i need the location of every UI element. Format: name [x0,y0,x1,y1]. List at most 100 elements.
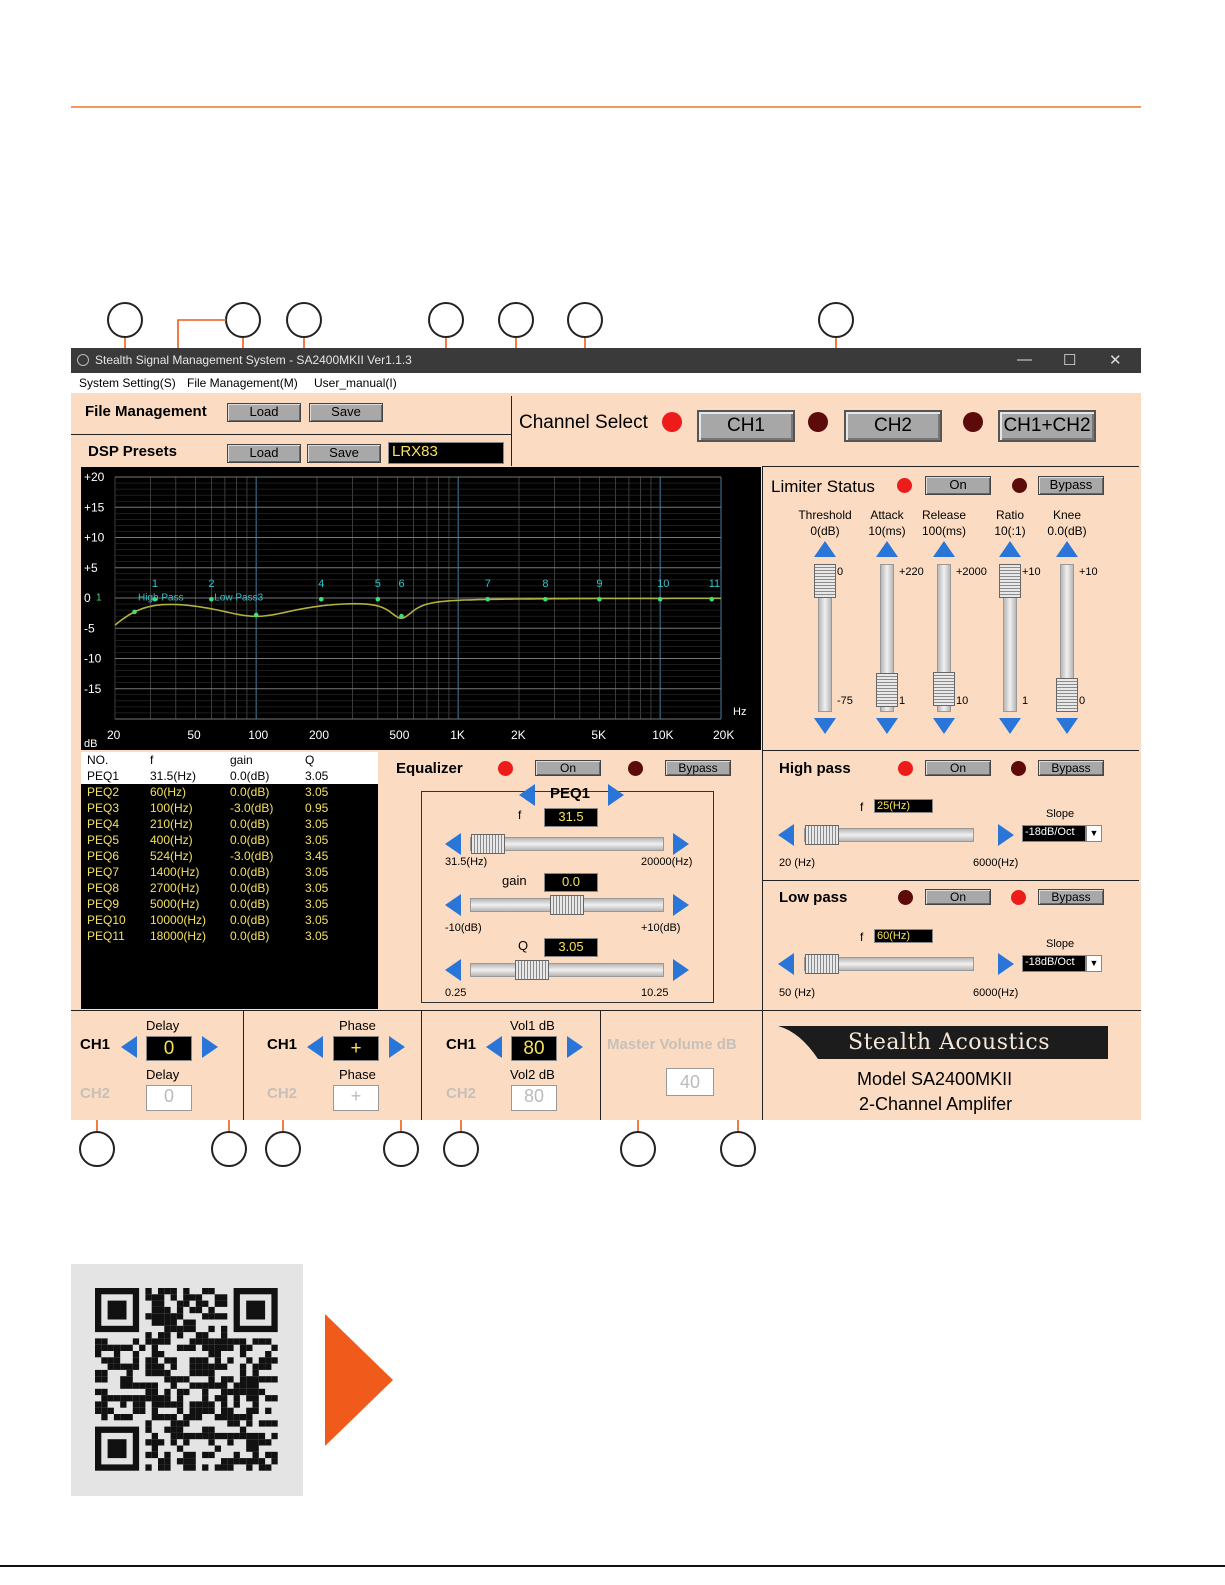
phase-ch2-value[interactable]: + [333,1085,379,1111]
eq-q-value[interactable]: 3.05 [544,938,598,957]
eq-point-marker[interactable] [485,596,491,602]
eq-q-decrease-icon[interactable] [445,959,461,981]
eq-f-increase-icon[interactable] [673,833,689,855]
lp-slope-select[interactable]: -18dB/Oct [1022,955,1086,972]
delay-ch2-value[interactable]: 0 [146,1085,192,1111]
limiter-on-button[interactable]: On [925,476,991,495]
eq-gain-decrease-icon[interactable] [445,894,461,916]
limiter-increase-icon[interactable] [999,541,1021,557]
eq-f-slider-thumb[interactable] [471,834,505,854]
delay-increase-icon[interactable] [202,1036,218,1058]
lp-on-button[interactable]: On [925,889,991,905]
vol-ch1-value[interactable]: 80 [511,1036,557,1061]
eq-point-marker[interactable] [709,596,715,602]
eq-point-marker[interactable] [375,596,381,602]
hp-point-marker[interactable] [132,609,137,615]
chevron-down-icon[interactable]: ▼ [1086,955,1102,972]
preset-name-field[interactable]: LRX83 [388,442,504,464]
dsp-load-button[interactable]: Load [227,444,301,463]
eq-gain-slider-thumb[interactable] [550,895,584,915]
eq-point-marker[interactable] [318,596,324,602]
menu-file-management[interactable]: File Management(M) [187,376,298,390]
menu-system-setting[interactable]: System Setting(S) [79,376,176,390]
hp-f-value[interactable]: 25(Hz) [874,799,933,813]
menu-user-manual[interactable]: User_manual(I) [314,376,397,390]
chevron-down-icon[interactable]: ▼ [1086,825,1102,842]
maximize-button[interactable]: ☐ [1063,352,1077,369]
eq-point-marker[interactable] [597,596,602,602]
lp-slider[interactable] [804,957,974,971]
hp-bypass-button[interactable]: Bypass [1038,760,1104,776]
close-button[interactable]: ✕ [1109,352,1122,369]
vol-increase-icon[interactable] [567,1036,583,1058]
phase-ch2-label[interactable]: CH2 [267,1085,298,1102]
hp-on-button[interactable]: On [925,760,991,776]
limiter-slider-thumb[interactable] [876,673,898,708]
vol-ch2-label[interactable]: CH2 [446,1085,477,1102]
lp-bypass-button[interactable]: Bypass [1038,889,1104,905]
eq-gain-value[interactable]: 0.0 [544,873,598,892]
eq-gain-increase-icon[interactable] [673,894,689,916]
eq-on-button[interactable]: On [535,760,601,776]
eq-point-marker[interactable] [399,613,404,619]
eq-f-decrease-icon[interactable] [445,833,461,855]
hp-decrease-icon[interactable] [778,824,794,846]
lp-increase-icon[interactable] [998,953,1014,975]
phase-increase-icon[interactable] [389,1036,405,1058]
file-load-button[interactable]: Load [227,403,301,422]
limiter-decrease-icon[interactable] [999,718,1021,734]
eq-q-increase-icon[interactable] [673,959,689,981]
hp-slope-select[interactable]: -18dB/Oct [1022,825,1086,842]
lp-decrease-icon[interactable] [778,953,794,975]
limiter-increase-icon[interactable] [1056,541,1078,557]
ch1-select-button[interactable]: CH1 [697,410,795,442]
limiter-slider-thumb[interactable] [933,672,955,707]
limiter-slider-thumb[interactable] [814,564,836,598]
eq-point-marker[interactable] [152,596,158,602]
limiter-increase-icon[interactable] [876,541,898,557]
hp-slider[interactable] [804,828,974,842]
limiter-decrease-icon[interactable] [1056,718,1078,734]
eq-bypass-button[interactable]: Bypass [665,760,731,776]
limiter-increase-icon[interactable] [933,541,955,557]
phase-decrease-icon[interactable] [307,1036,323,1058]
eq-f-slider[interactable] [470,837,664,851]
file-save-button[interactable]: Save [309,403,383,422]
limiter-decrease-icon[interactable] [876,718,898,734]
hp-slider-thumb[interactable] [805,825,839,845]
delay-ch1-value[interactable]: 0 [146,1036,192,1061]
limiter-bypass-button[interactable]: Bypass [1038,476,1104,495]
minimize-button[interactable]: — [1017,351,1032,368]
hp-increase-icon[interactable] [998,824,1014,846]
limiter-increase-icon[interactable] [814,541,836,557]
eq-point-marker[interactable] [209,596,214,602]
ch12-select-button[interactable]: CH1+CH2 [998,410,1096,442]
eq-point-marker[interactable] [657,596,663,602]
limiter-decrease-icon[interactable] [814,718,836,734]
eq-f-value[interactable]: 31.5 [544,808,598,827]
lp-f-value[interactable]: 60(Hz) [874,929,933,943]
lp-slider-thumb[interactable] [805,954,839,974]
eq-q-slider[interactable] [470,963,664,977]
limiter-slider-thumb[interactable] [1056,678,1078,712]
peq-prev-icon[interactable] [519,784,535,806]
master-volume-value[interactable]: 40 [666,1068,714,1096]
eq-point-marker[interactable] [543,596,548,602]
phase-ch1-value[interactable]: + [333,1036,379,1061]
vol-decrease-icon[interactable] [486,1036,502,1058]
eq-point-marker[interactable] [253,612,259,618]
eq-q-slider-thumb[interactable] [515,960,549,980]
limiter-slider-thumb[interactable] [999,564,1021,598]
ch2-select-button[interactable]: CH2 [844,410,942,442]
peq-next-icon[interactable] [608,784,624,806]
